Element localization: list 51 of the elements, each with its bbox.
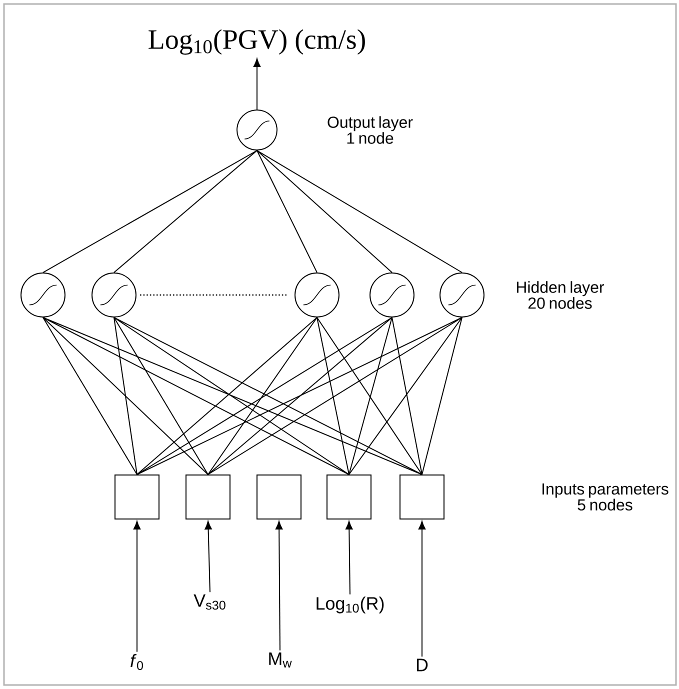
connection-line (208, 317, 462, 475)
input-box (114, 474, 160, 520)
input-label: V$_{s30}$ (194, 594, 226, 610)
arrow (346, 520, 353, 595)
layer-label: Inputs parameters 5 nodes (542, 483, 668, 511)
input-label: f$_{0}$ (130, 654, 144, 670)
connection-line (42, 317, 350, 475)
neuron-circle (294, 272, 340, 318)
connection-line (136, 317, 318, 475)
connection-line (136, 317, 392, 475)
neuron-circle (20, 272, 66, 318)
connection-line (114, 317, 422, 475)
neuron-circle (440, 272, 484, 318)
connection-line (42, 317, 138, 475)
connection-line (256, 150, 318, 273)
input-box (256, 474, 302, 520)
input-label: D (416, 658, 428, 672)
connection-line (422, 317, 462, 475)
connection-line (114, 317, 138, 475)
connection-line (114, 150, 258, 273)
connection-line (42, 317, 422, 475)
layer-label: Hidden layer 20 nodes (516, 281, 604, 309)
connection-line (208, 317, 392, 475)
connection-line (348, 317, 462, 475)
arrow (253, 58, 261, 110)
input-label: M$_{w}$ (269, 652, 292, 668)
arrow (204, 520, 212, 593)
connection-line (42, 317, 208, 475)
neuron-circle (92, 272, 136, 318)
output-label: Log$_{10}$(PGV) (cm/s) (148, 29, 365, 55)
layer-label: Output layer 1 node (328, 116, 413, 144)
neuron-circle (236, 110, 278, 150)
connection-line (316, 317, 350, 475)
neuron-circle (370, 272, 414, 318)
connection-line (114, 317, 350, 475)
input-box (186, 474, 230, 520)
connection-line (256, 150, 462, 273)
arrow (133, 520, 141, 652)
connection-line (136, 317, 462, 475)
connection-line (256, 150, 392, 273)
connection-line (348, 317, 392, 475)
connection-line (316, 317, 422, 475)
connection-line (392, 317, 422, 475)
arrow (418, 520, 426, 658)
connection-line (208, 317, 318, 475)
connection-line (42, 150, 258, 273)
connection-line (114, 317, 208, 475)
input-box (400, 474, 444, 520)
arrow (275, 520, 283, 651)
input-box (326, 474, 372, 520)
input-label: Log$_{10}$(R) (316, 596, 384, 614)
